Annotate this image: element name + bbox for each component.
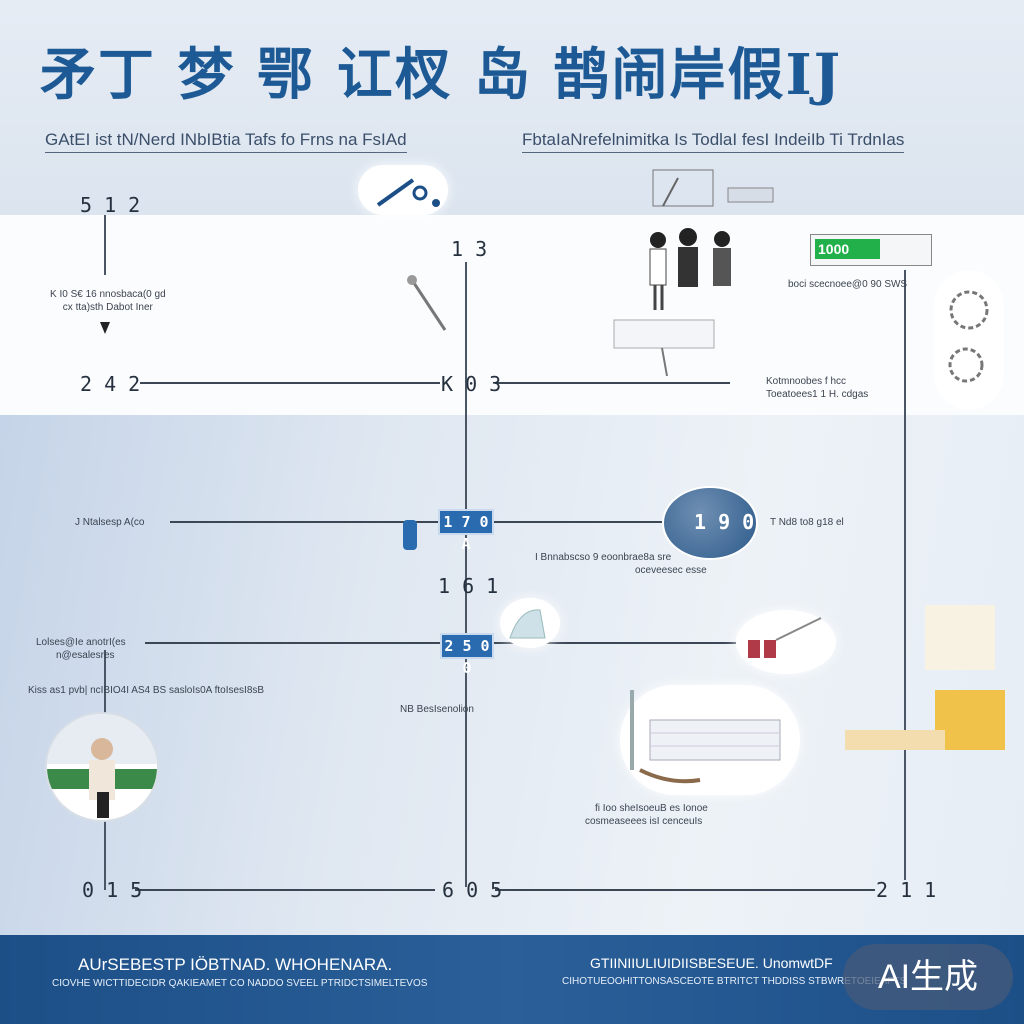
timeline-marker-box: 1 7 0 A — [438, 509, 494, 553]
blue-band — [0, 415, 1024, 935]
wrench-icon — [376, 178, 440, 207]
portrait-illustration — [45, 712, 159, 822]
stand-icon — [613, 319, 715, 377]
connector-bottom-right — [495, 889, 875, 891]
connector-bottom-left — [135, 889, 435, 891]
year-label: 2 4 2 — [80, 372, 141, 396]
footer-heading-right: GTIINIIULIUIDIISBESEUE. UnomwtDF — [590, 955, 833, 971]
year-label: 6 0 5 — [442, 878, 503, 902]
person-icon — [47, 714, 157, 818]
note-line: fi Ioo sheIsoeuB es Ionoe — [595, 803, 708, 814]
keyboard-illustration — [620, 685, 800, 795]
note-line: cosmeaseees isI cenceuIs — [585, 816, 703, 827]
connector-k03 — [495, 382, 730, 384]
event-note: Lolses@Ie anotrI(es n@esalesres — [36, 636, 126, 662]
footer-text-left: CIOVHE WICTTIDECIDR QAKIEAMET CO NADDO S… — [52, 978, 428, 989]
lamp-icon — [407, 275, 447, 331]
event-note: fi Ioo sheIsoeuB es Ionoe cosmeaseees is… — [585, 802, 708, 828]
event-note: Kotmnoobes f hcc Toeatoees1 1 H. cdgas — [766, 375, 868, 401]
year-label: 2 1 1 — [876, 878, 937, 902]
gear-icon — [948, 290, 989, 383]
desk-illustration — [648, 168, 778, 214]
bottle-icon — [403, 520, 417, 550]
arrow-down-icon — [100, 322, 110, 334]
event-note: T Nd8 to8 g18 el — [770, 517, 844, 528]
timeline-marker-box: 2 5 0 0 — [440, 633, 494, 677]
year-label: 1 3 — [451, 237, 488, 261]
note-line: Lolses@Ie anotrI(es — [36, 637, 126, 648]
beaker-icon — [748, 617, 822, 658]
connector-row-4-left — [145, 642, 440, 644]
year-label: 5 1 2 — [80, 193, 141, 217]
note-line: I Bnnabscso 9 eoonbrae8a sre — [535, 552, 672, 563]
note-line: n@esalesres — [56, 650, 115, 661]
tool-illustration — [358, 165, 448, 215]
stand-illustration — [612, 318, 722, 378]
year-circle-badge — [662, 486, 758, 560]
note-line: cx tta)sth Dabot Iner — [62, 302, 153, 313]
package-icon — [845, 605, 1005, 750]
year-label: 0 1 5 — [82, 878, 143, 902]
connector-row-4-right — [492, 642, 742, 644]
connector-row-3-left — [170, 521, 440, 523]
note-line: K I0 S€ 16 nnosbaca(0 gd — [50, 289, 166, 300]
timeline-axis-center — [465, 262, 467, 887]
cup-illustration — [500, 598, 560, 648]
battery-fill: 1000 — [815, 239, 880, 259]
subtitle-right: FbtaIaNrefelnimitka Is TodlaI fesI Indei… — [522, 130, 905, 153]
desk-icon — [652, 169, 774, 207]
connector-row-3-right — [492, 521, 662, 523]
event-note: I Bnnabscso 9 eoonbrae8a sre oceveesec e… — [535, 551, 707, 577]
header-band — [0, 0, 1024, 215]
battery-gauge: 1000 — [810, 234, 932, 266]
timeline-axis-left — [104, 215, 106, 275]
people-icon — [649, 228, 731, 310]
keyboard-icon — [630, 690, 781, 784]
lamp-illustration — [400, 270, 460, 340]
timeline-axis-right — [904, 270, 906, 880]
event-note: J Ntalsesp A(co — [75, 517, 145, 528]
cup-icon — [509, 609, 546, 639]
subtitle-left: GAtEI ist tN/Nerd INbIBtia Tafs fo Frns … — [45, 130, 407, 153]
event-note: K I0 S€ 16 nnosbaca(0 gd cx tta)sth Dabo… — [50, 288, 166, 314]
gear-illustration — [934, 270, 1004, 410]
event-note: boci scecnoee@0 90 SWS — [788, 279, 908, 290]
event-note: NB BesIsenolion — [400, 704, 474, 715]
year-label: K 0 3 — [441, 372, 502, 396]
note-line: Kotmnoobes f hcc — [766, 376, 847, 387]
lab-illustration — [736, 610, 836, 674]
package-illustration — [840, 595, 1010, 755]
event-note: Kiss as1 pvb| ncIBIO4I AS4 BS sasloIs0A … — [28, 685, 265, 696]
note-line: Toeatoees1 1 H. cdgas — [766, 389, 869, 400]
year-label: 1 6 1 — [438, 574, 499, 598]
footer-heading-left: AUrSEBESTP IÖBTNAD. WHOHENARA. — [78, 955, 393, 974]
ai-generated-badge: AI生成 — [843, 944, 1013, 1010]
people-illustration — [640, 225, 745, 315]
year-circle-label: 1 9 0 — [694, 510, 755, 534]
connector-242 — [140, 382, 440, 384]
note-line: oceveesec esse — [635, 565, 707, 576]
page-title: 矛丁 梦 鄂 讧杈 岛 鹊闹岸假IJ — [40, 42, 843, 108]
footer-text-right: CIHOTUEOOHITTONSASCEOTE BTRITCT THDDISS … — [562, 976, 907, 987]
